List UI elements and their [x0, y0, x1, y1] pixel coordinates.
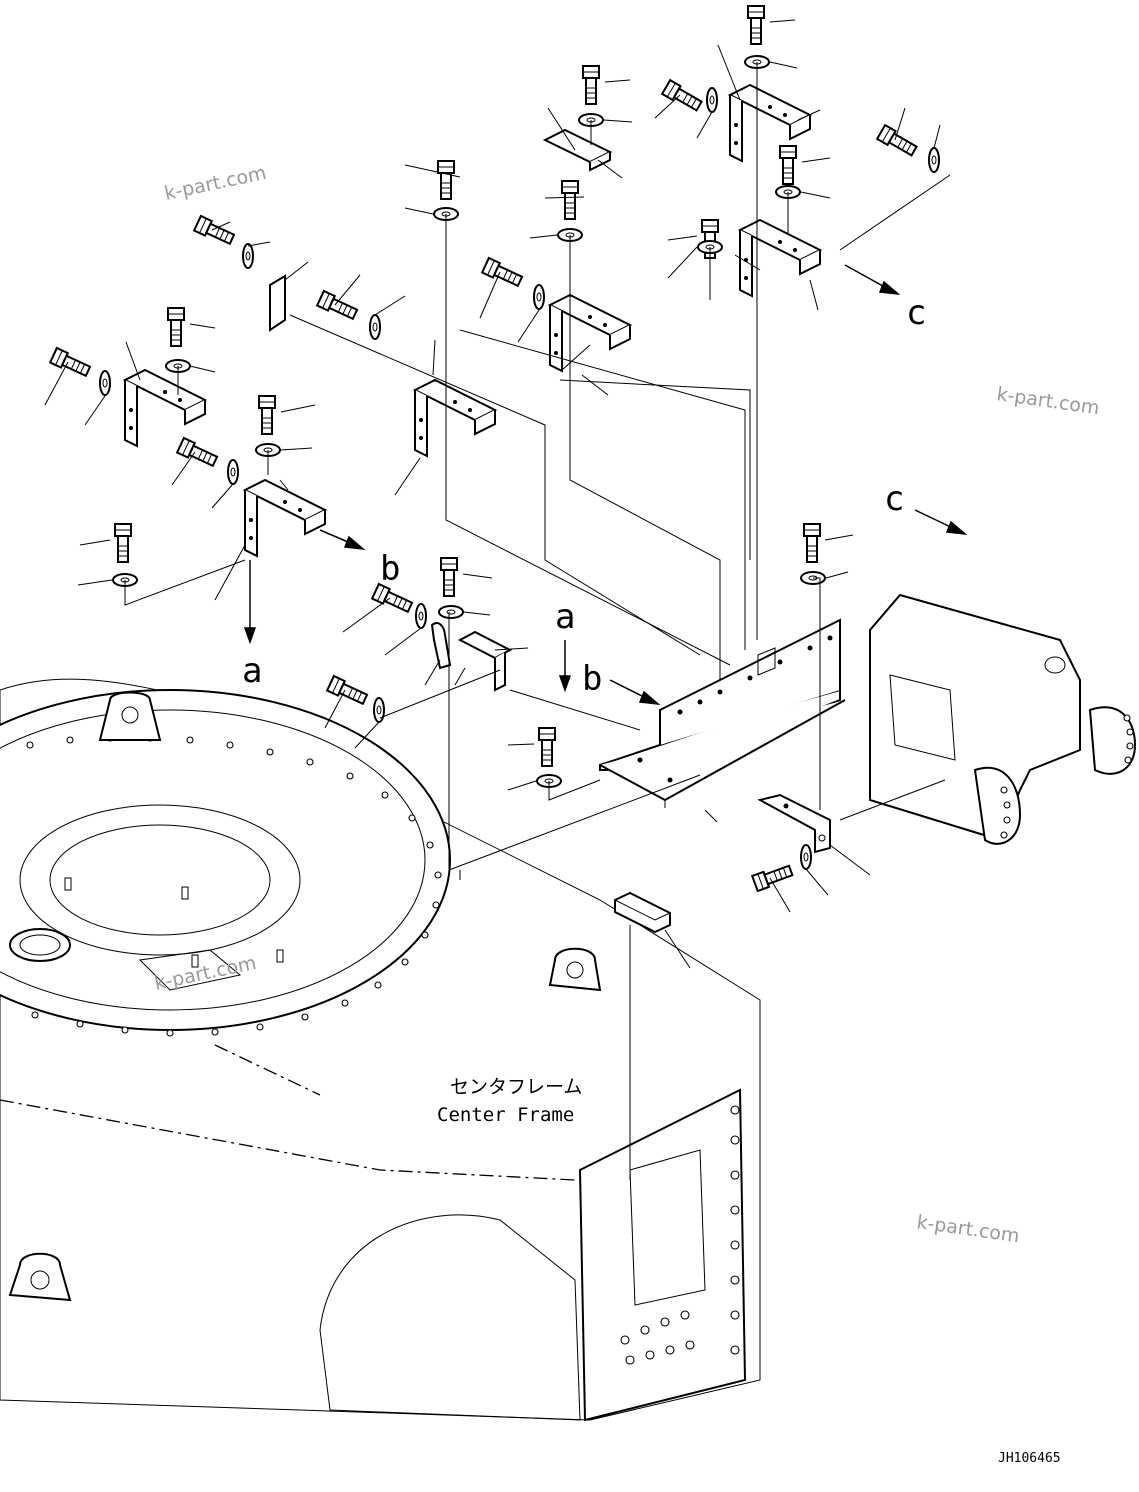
view-ref-a-center: a [555, 597, 575, 637]
center-frame: センタフレーム Center Frame [0, 678, 761, 1422]
leader-lines [44, 19, 951, 1180]
bracket-top-right [729, 84, 811, 162]
view-ref-a-left: a [242, 651, 262, 691]
watermark-4: k-part.com [915, 1211, 1021, 1247]
drawing-code: JH106465 [998, 1451, 1061, 1466]
view-ref-b-center: b [582, 659, 602, 699]
bracket-center-left [414, 379, 496, 457]
view-arrows [243, 264, 968, 706]
mount-plate [599, 618, 846, 808]
caption-japanese: センタフレーム [450, 1076, 582, 1098]
small-bracket [457, 630, 513, 692]
view-ref-c-mid: c [884, 479, 904, 519]
view-ref-b-left: b [380, 549, 400, 589]
bracket-top-center [542, 128, 613, 172]
right-frame [869, 593, 1137, 845]
watermark-2: k-part.com [995, 383, 1101, 419]
bracket-center [549, 294, 631, 372]
bracket-left [244, 479, 326, 557]
view-ref-c-top: c [906, 293, 926, 333]
caption-english: Center Frame [437, 1104, 574, 1126]
plate-small [269, 274, 286, 332]
clip [430, 622, 452, 670]
bracket-upper-right [739, 219, 821, 297]
bracket-far-left [124, 369, 206, 447]
watermark-1: k-part.com [162, 162, 268, 205]
spacer-block [614, 891, 671, 934]
side-clamp [757, 793, 831, 854]
side-plate-holes [620, 1105, 740, 1365]
